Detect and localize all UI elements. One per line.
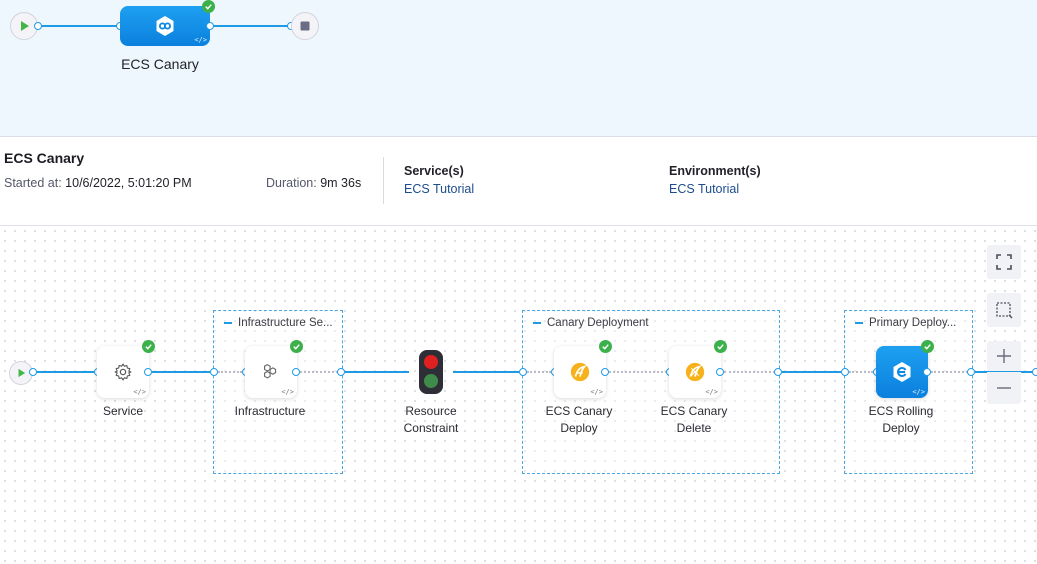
service-header: Service(s) xyxy=(404,164,464,178)
started-at: Started at: 10/6/2022, 5:01:20 PM xyxy=(4,176,192,190)
connector-port xyxy=(519,368,527,376)
code-icon: </> xyxy=(705,388,718,396)
group-title: Primary Deploy... xyxy=(869,317,957,329)
check-icon xyxy=(599,340,612,353)
pipeline-link xyxy=(42,25,118,27)
group-link xyxy=(527,371,551,373)
zoom-in-icon xyxy=(997,349,1011,363)
step-label: ECS Canary Delete xyxy=(660,404,728,435)
service-link[interactable]: ECS Tutorial xyxy=(404,182,475,196)
select-area-icon xyxy=(996,302,1013,319)
zoom-in-button[interactable] xyxy=(987,341,1021,371)
connector-port xyxy=(144,368,152,376)
step-node-service[interactable]: </> xyxy=(97,346,149,398)
graph-link xyxy=(36,371,94,373)
connector-port xyxy=(34,22,42,30)
code-icon: </> xyxy=(133,388,146,396)
stage-label[interactable]: ECS Canary xyxy=(121,56,199,72)
group-link xyxy=(931,371,968,373)
play-icon xyxy=(21,21,29,31)
canary-icon xyxy=(570,362,590,382)
graph-link xyxy=(152,371,210,373)
group-link xyxy=(609,371,667,373)
hexagons-icon xyxy=(264,364,277,379)
fullscreen-icon xyxy=(996,254,1012,270)
step-node-canary-deploy[interactable]: </> xyxy=(554,346,606,398)
zoom-out-button[interactable] xyxy=(987,372,1021,404)
stop-icon xyxy=(300,21,310,31)
canary-delete-icon xyxy=(685,362,705,382)
graph-link xyxy=(453,371,519,373)
code-icon: </> xyxy=(194,36,207,44)
duration-label: Duration: xyxy=(266,176,317,190)
collapse-icon[interactable] xyxy=(533,322,541,324)
connector-port xyxy=(29,368,37,376)
connector-port xyxy=(210,368,218,376)
deploy-stage-icon xyxy=(156,16,174,36)
connector-port xyxy=(716,368,724,376)
group-link xyxy=(300,371,338,373)
code-icon: </> xyxy=(590,388,603,396)
gear-icon xyxy=(114,363,132,381)
step-node-canary-delete[interactable]: </> xyxy=(669,346,721,398)
duration-value: 9m 36s xyxy=(320,176,362,190)
environment-link[interactable]: ECS Tutorial xyxy=(669,182,740,196)
group-title: Infrastructure Se... xyxy=(238,317,333,329)
stage-node-ecs-canary[interactable]: </> xyxy=(120,6,210,46)
check-icon xyxy=(921,340,934,353)
started-value: 10/6/2022, 5:01:20 PM xyxy=(65,176,192,190)
connector-port xyxy=(292,368,300,376)
graph-link xyxy=(782,371,841,373)
fullscreen-button[interactable] xyxy=(987,245,1021,279)
connector-port xyxy=(206,22,214,30)
check-icon xyxy=(290,340,303,353)
started-label: Started at: xyxy=(4,176,62,190)
execution-graph-canvas[interactable]: Infrastructure Se... Canary Deployment P… xyxy=(0,226,1037,564)
check-icon xyxy=(142,340,155,353)
graph-link xyxy=(345,371,409,373)
step-node-infrastructure[interactable]: </> xyxy=(245,346,297,398)
environment-header: Environment(s) xyxy=(669,164,761,178)
connector-port xyxy=(774,368,782,376)
step-label: ECS Rolling Deploy xyxy=(868,404,934,435)
check-icon xyxy=(714,340,727,353)
step-label: Infrastructure xyxy=(234,404,306,418)
connector-port xyxy=(841,368,849,376)
ecs-icon xyxy=(893,362,911,382)
execution-info-panel: ECS Canary Started at: 10/6/2022, 5:01:2… xyxy=(0,137,1037,226)
connector-port xyxy=(923,368,931,376)
select-area-button[interactable] xyxy=(987,293,1021,327)
step-label: Service xyxy=(102,404,143,418)
group-link xyxy=(218,371,242,373)
traffic-light-icon xyxy=(424,355,438,388)
pipeline-overview: </> ECS Canary xyxy=(0,0,1037,137)
step-label: ECS Canary Deploy xyxy=(545,404,613,435)
start-node xyxy=(10,12,38,40)
check-icon xyxy=(202,0,215,13)
step-node-rolling-deploy[interactable]: </> xyxy=(876,346,928,398)
connector-port xyxy=(337,368,345,376)
group-link xyxy=(849,371,873,373)
step-node-resource-constraint[interactable] xyxy=(419,350,443,394)
group-title: Canary Deployment xyxy=(547,317,649,329)
collapse-icon[interactable] xyxy=(855,322,863,324)
connector-port xyxy=(601,368,609,376)
code-icon: </> xyxy=(912,388,925,396)
pipeline-link xyxy=(214,25,288,27)
step-label: Resource Constraint xyxy=(403,404,459,435)
connector-port xyxy=(1032,368,1037,376)
divider xyxy=(383,157,384,204)
group-link xyxy=(724,371,775,373)
end-node xyxy=(291,12,319,40)
play-icon xyxy=(18,368,26,378)
duration: Duration: 9m 36s xyxy=(266,176,361,190)
connector-port xyxy=(967,368,975,376)
code-icon: </> xyxy=(281,388,294,396)
stage-title: ECS Canary xyxy=(4,150,85,166)
collapse-icon[interactable] xyxy=(224,322,232,324)
zoom-out-icon xyxy=(997,387,1011,389)
